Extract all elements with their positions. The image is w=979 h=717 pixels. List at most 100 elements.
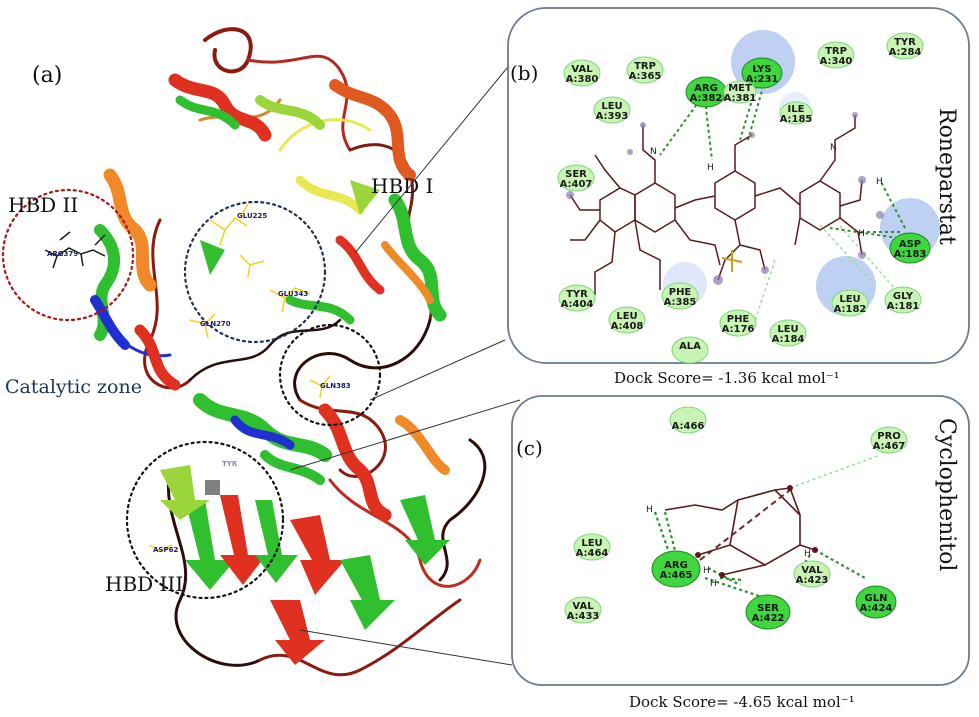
residue-disc (884, 286, 922, 314)
residue-tag-tyr: TYR (222, 460, 238, 468)
residue-name: SER (565, 169, 587, 180)
epoxide-bond (699, 489, 791, 561)
residue-name: LEU (777, 324, 798, 335)
residue-id: A:407 (560, 179, 593, 190)
residue-disc (831, 289, 869, 317)
residue-disc (855, 585, 897, 619)
catalytic-zone-circle (183, 200, 327, 344)
residue-disc (564, 596, 602, 624)
residue-name: PHE (727, 314, 750, 325)
panel-b-residues: VALA:380TRPA:365ARGA:382LYSA:231TRPA:340… (557, 32, 931, 364)
atom-h-c2: H (703, 566, 710, 576)
label-hbd-iii: HBD III (105, 572, 183, 596)
residue-name: LEU (581, 538, 602, 549)
residue-id: A:464 (576, 548, 609, 559)
protein-helices (90, 73, 450, 522)
panel-c-interaction-diagram: (c) Cyclophenitol (511, 395, 970, 711)
residue-disc (608, 306, 646, 334)
residue-name: PRO (877, 431, 901, 442)
ligand-atom-markers (566, 112, 884, 285)
residue-disc (563, 59, 601, 87)
panel-b-dock-score: Dock Score= -1.36 kcal mol⁻¹ (614, 369, 840, 387)
residue-name: ALA (679, 341, 701, 352)
residue-name: LEU (839, 294, 860, 305)
residue-disc (593, 96, 631, 124)
residue-name: LYS (752, 64, 771, 75)
residue-disc (719, 309, 757, 337)
panel-c-compound-name: Cyclophenitol (934, 418, 959, 571)
residue-name: LEU (601, 101, 622, 112)
residue-disc (889, 232, 931, 264)
hbd-i-circle (278, 323, 382, 427)
residue-name: SER (757, 603, 779, 614)
residue-disc (769, 319, 807, 347)
residue-b-ala-: ALA (671, 336, 709, 364)
residue-disc (793, 560, 831, 588)
residue-tag-glu225: GLU225 (237, 212, 267, 220)
domain-circles (1, 188, 382, 600)
atom-h-c1: H (646, 505, 653, 515)
residue-id: A:404 (561, 299, 594, 310)
residue-id: A:466 (672, 421, 705, 432)
residue-id: A:385 (664, 297, 697, 308)
residue-id: A:393 (596, 111, 629, 122)
residue-c-res-466: A:466 (669, 406, 707, 434)
residue-id: A:422 (752, 613, 785, 624)
residue-id: A:424 (860, 603, 893, 614)
residue-tag-gln270: GLN270 (200, 320, 231, 328)
atom-n-2: N (830, 143, 837, 153)
roneparstat-ligand (569, 115, 863, 295)
residue-disc (669, 406, 707, 434)
protein-strands (160, 180, 450, 665)
residue-disc (870, 426, 908, 454)
binding-site-residues (149, 203, 331, 552)
atom-h-2: H (876, 177, 883, 187)
residue-disc (558, 284, 596, 312)
panel-c-frame (511, 395, 970, 686)
residue-id: A:381 (724, 93, 757, 104)
atom-n-1: N (650, 147, 657, 157)
residue-disc (557, 164, 595, 192)
residue-disc (745, 594, 791, 630)
residue-id: A:182 (834, 304, 867, 315)
residue-id: A:408 (611, 321, 644, 332)
residue-name: GLN (865, 593, 888, 604)
residue-disc (626, 56, 664, 84)
connector-lines (289, 39, 531, 666)
residue-tag-asp62: ASP62 (153, 546, 178, 554)
residue-name: TYR (894, 37, 916, 48)
residue-name: VAL (572, 601, 594, 612)
residue-id: A:181 (887, 301, 920, 312)
atom-h-1: H (707, 163, 714, 173)
residue-id: A:465 (660, 570, 693, 581)
residue-id: A:340 (820, 56, 853, 67)
label-catalytic-zone: Catalytic zone (5, 376, 142, 398)
residue-disc (671, 336, 709, 364)
atom-h-c4: H (804, 549, 811, 559)
label-hbd-ii: HBD II (8, 193, 78, 217)
residue-name: TYR (566, 289, 588, 300)
residue-disc (817, 41, 855, 69)
residue-name: ILE (788, 104, 805, 115)
residue-disc (661, 282, 699, 310)
residue-id: A:231 (746, 74, 779, 85)
residue-id: A:467 (873, 441, 906, 452)
